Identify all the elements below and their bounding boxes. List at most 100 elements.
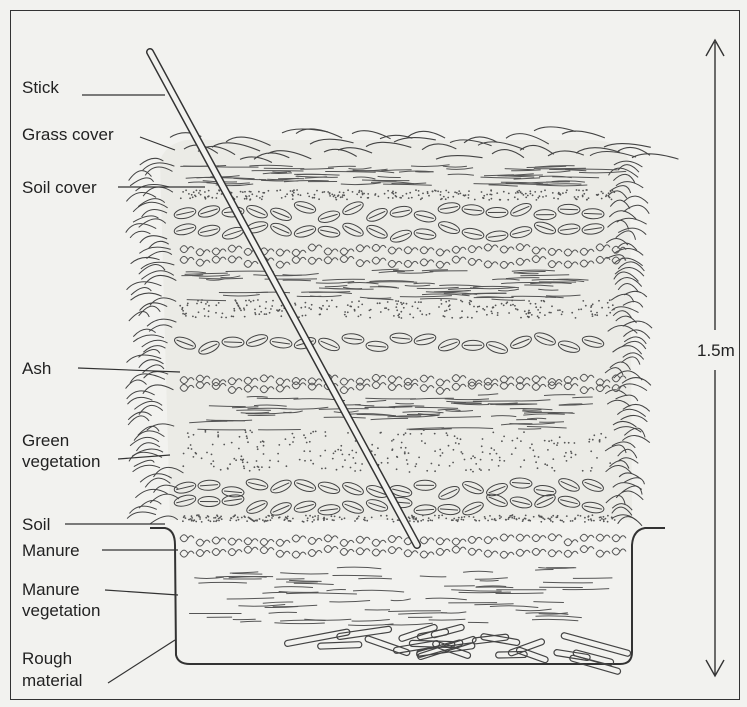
grass-strand-left (134, 401, 162, 409)
soil-dot (355, 452, 357, 454)
grass-strand-left (135, 489, 167, 497)
soil-dot (269, 466, 271, 468)
soil-dot (249, 430, 251, 432)
soil-dot (499, 460, 501, 462)
soil-dot (610, 191, 612, 193)
soil-dot (290, 190, 292, 192)
soil-dot (590, 470, 592, 472)
soil-dot (234, 310, 236, 312)
soil-dot (592, 303, 594, 305)
soil-dot (570, 457, 572, 459)
soil-dot (403, 307, 405, 309)
soil-dot (387, 301, 389, 303)
soil-dot (340, 196, 342, 198)
vegetation-streak (310, 593, 357, 594)
soil-dot (313, 519, 315, 521)
grass-strand-top (562, 131, 605, 138)
soil-dot (512, 514, 514, 516)
soil-dot (465, 469, 467, 471)
vegetation-streak (398, 613, 447, 614)
soil-dot (395, 192, 397, 194)
soil-dot (188, 519, 190, 521)
soil-dot (393, 521, 395, 523)
soil-dot (576, 189, 578, 191)
soil-dot (333, 519, 335, 521)
soil-dot (326, 300, 328, 302)
soil-dot (484, 309, 486, 311)
soil-dot (397, 300, 399, 302)
soil-dot (192, 196, 194, 198)
soil-dot (596, 314, 598, 316)
soil-dot (199, 516, 201, 518)
soil-dot (538, 456, 540, 458)
soil-dot (216, 514, 218, 516)
soil-dot (609, 462, 611, 464)
soil-dot (329, 195, 331, 197)
soil-dot (601, 191, 603, 193)
soil-dot (452, 462, 454, 464)
soil-dot (516, 519, 518, 521)
soil-dot (309, 450, 311, 452)
soil-dot (596, 312, 598, 314)
soil-dot (377, 447, 379, 449)
soil-dot (440, 299, 442, 301)
soil-dot (335, 199, 337, 201)
soil-dot (230, 517, 232, 519)
soil-dot (566, 460, 568, 462)
soil-dot (248, 195, 250, 197)
soil-dot (523, 194, 525, 196)
soil-dot (270, 519, 272, 521)
soil-dot (312, 431, 314, 433)
vegetation-streak (329, 601, 370, 602)
soil-dot (360, 470, 362, 472)
vegetation-streak (352, 620, 390, 622)
soil-dot (465, 194, 467, 196)
soil-dot (441, 514, 443, 516)
soil-dot (415, 189, 417, 191)
soil-dot (421, 440, 423, 442)
manure-curl (356, 548, 370, 555)
soil-dot (488, 469, 490, 471)
soil-dot (520, 466, 522, 468)
soil-dot (481, 445, 483, 447)
soil-dot (326, 308, 328, 310)
soil-dot (265, 516, 267, 518)
soil-dot (565, 192, 567, 194)
soil-dot (300, 194, 302, 196)
soil-dot (492, 307, 494, 309)
soil-dot (456, 438, 458, 440)
soil-dot (429, 313, 431, 315)
soil-dot (459, 317, 461, 319)
soil-dot (439, 449, 441, 451)
vegetation-streak (262, 592, 287, 593)
soil-dot (601, 198, 603, 200)
soil-dot (482, 451, 484, 453)
soil-dot (256, 446, 258, 448)
soil-dot (523, 431, 525, 433)
soil-dot (255, 314, 257, 316)
soil-dot (525, 193, 527, 195)
soil-dot (363, 193, 365, 195)
soil-dot (421, 197, 423, 199)
soil-dot (528, 310, 530, 312)
leader-grass-cover (140, 137, 175, 150)
soil-dot (344, 459, 346, 461)
soil-dot (600, 516, 602, 518)
grass-strand-left (126, 380, 147, 389)
soil-dot (449, 465, 451, 467)
soil-dot (520, 192, 522, 194)
soil-dot (534, 455, 536, 457)
label-soil: Soil (22, 514, 50, 535)
soil-dot (313, 197, 315, 199)
soil-dot (310, 460, 312, 462)
soil-dot (331, 300, 333, 302)
soil-dot (503, 304, 505, 306)
soil-dot (570, 520, 572, 522)
soil-dot (309, 515, 311, 517)
soil-dot (601, 518, 603, 520)
soil-dot (310, 433, 312, 435)
soil-dot (307, 193, 309, 195)
soil-dot (317, 517, 319, 519)
soil-dot (551, 440, 553, 442)
soil-dot (218, 302, 220, 304)
